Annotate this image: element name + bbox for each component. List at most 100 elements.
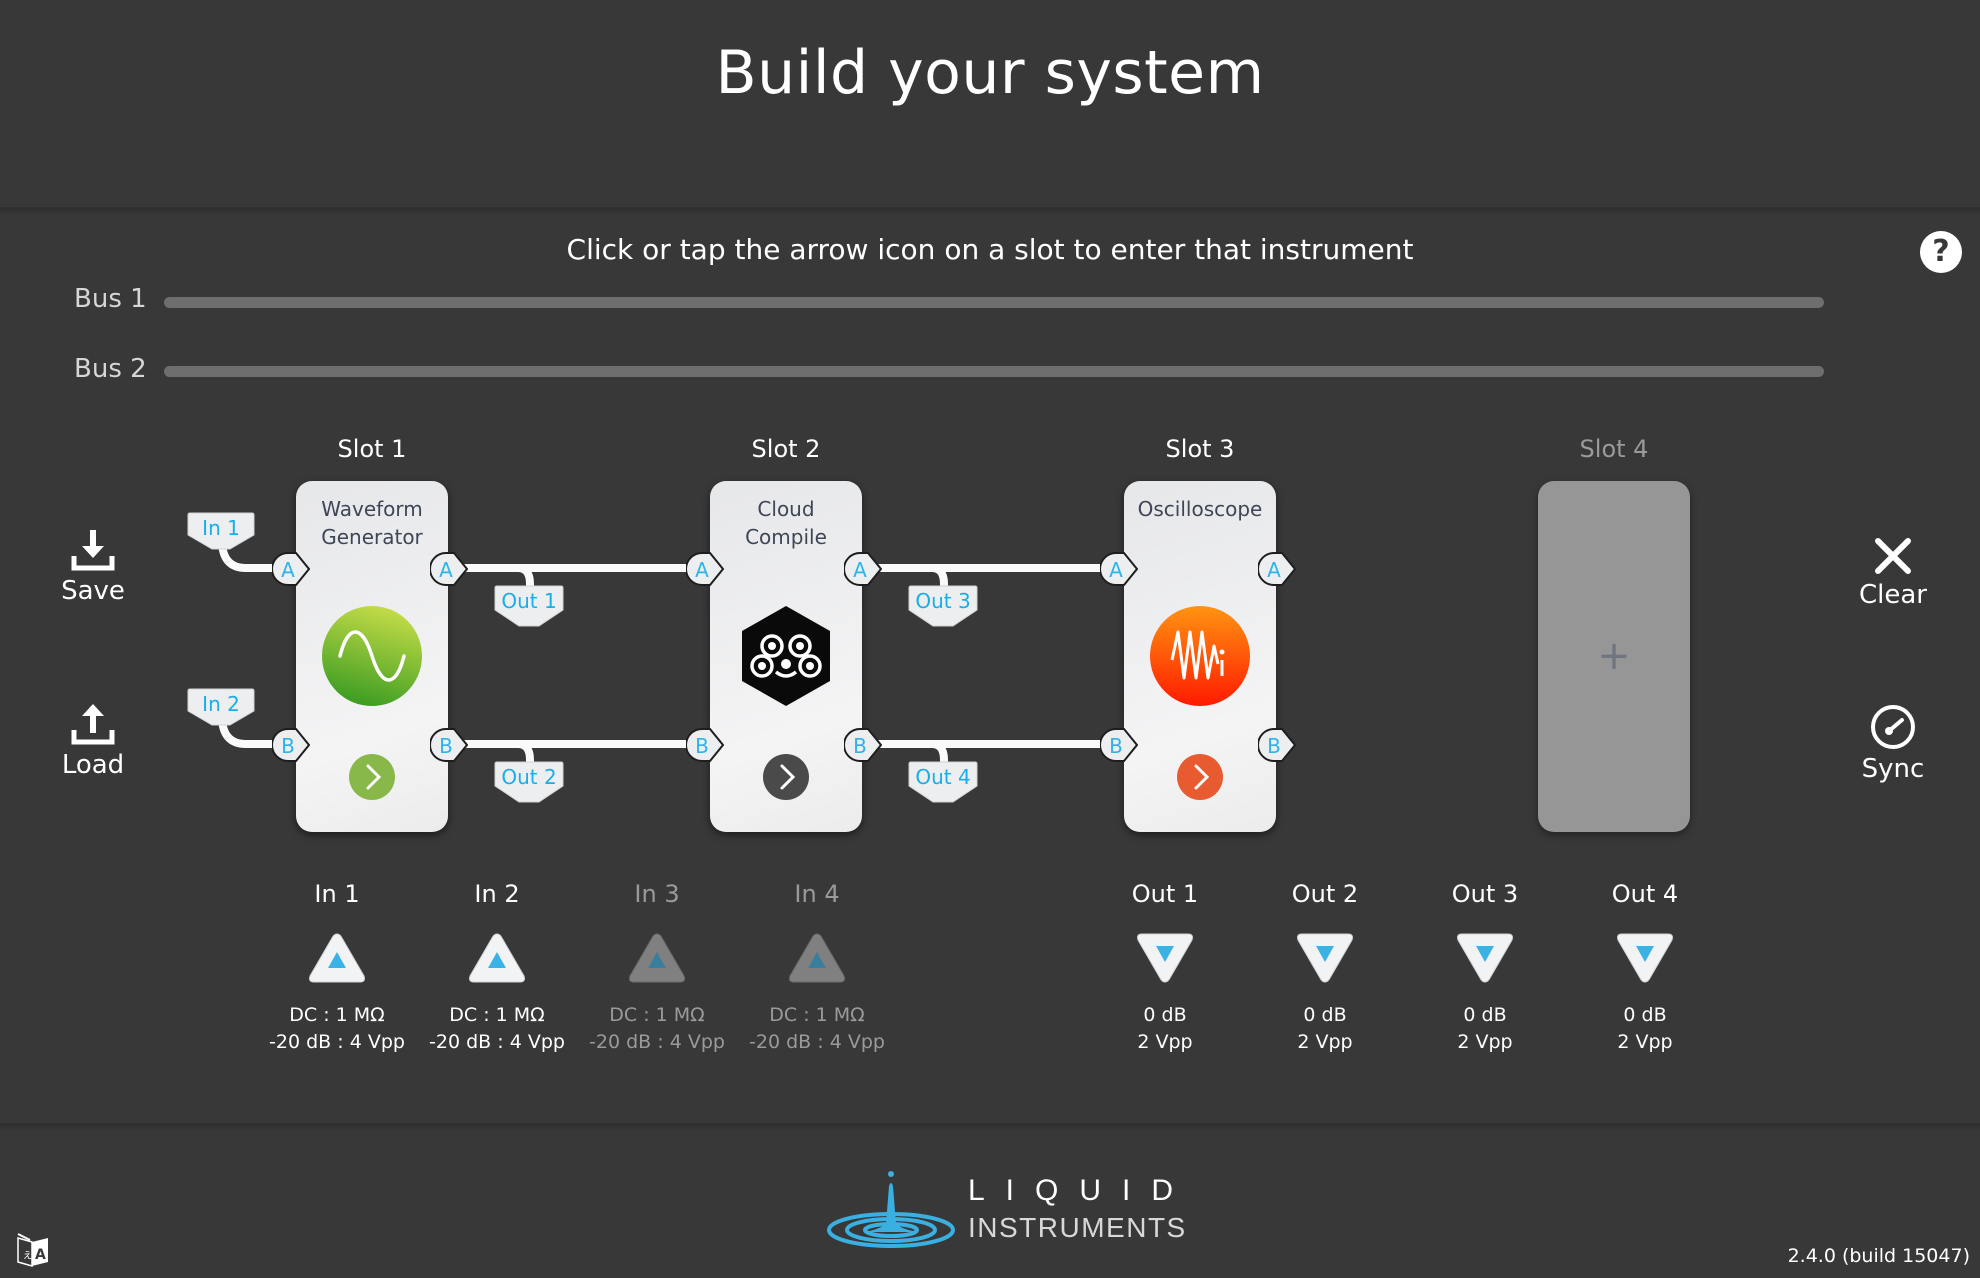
help-circle-icon: ? xyxy=(1932,234,1950,269)
version-label: 2.4.0 (build 15047) xyxy=(1787,1245,1970,1267)
clear-button[interactable]: Clear xyxy=(1838,536,1948,610)
slot-2-cloud-compile[interactable]: Cloud Compile xyxy=(710,481,862,832)
input-3-settings-button[interactable] xyxy=(626,930,688,986)
svg-text:B: B xyxy=(853,734,867,758)
svg-text:A: A xyxy=(853,558,867,582)
svg-text:Out 3: Out 3 xyxy=(915,589,970,613)
slot-2-enter-button[interactable] xyxy=(763,754,809,800)
slot-4-empty[interactable]: + xyxy=(1538,481,1690,832)
speedometer-icon xyxy=(1871,705,1915,749)
chevron-right-icon xyxy=(763,754,809,800)
svg-text:B: B xyxy=(1109,734,1123,758)
slot-2-output-b-port[interactable]: B xyxy=(844,728,882,762)
down-triangle-icon xyxy=(1476,946,1494,962)
slot-1-name: Waveform Generator xyxy=(321,497,423,549)
input-3-column: In 3 DC : 1 MΩ -20 dB : 4 Vpp xyxy=(582,880,732,1053)
bus-1-label: Bus 1 xyxy=(74,284,147,314)
out3-tag[interactable]: Out 3 xyxy=(907,584,979,632)
svg-text:A: A xyxy=(1267,558,1281,582)
output-1-settings-button[interactable] xyxy=(1134,930,1196,986)
up-triangle-icon xyxy=(648,952,666,968)
footer-divider xyxy=(0,1123,1980,1131)
save-button[interactable]: Save xyxy=(38,528,148,606)
brand-name: LIQUID xyxy=(968,1174,1195,1207)
language-button[interactable]: ぇ A xyxy=(12,1228,54,1270)
input-4-settings-button[interactable] xyxy=(786,930,848,986)
slot-2-input-a-port[interactable]: A xyxy=(686,552,724,586)
slot-2-input-b-port[interactable]: B xyxy=(686,728,724,762)
input-1-settings-button[interactable] xyxy=(306,930,368,986)
slot-3-output-a-port[interactable]: A xyxy=(1258,552,1296,586)
input-2-label: In 2 xyxy=(474,880,520,908)
bus-1-bar[interactable] xyxy=(164,297,1824,308)
slot-1-enter-button[interactable] xyxy=(349,754,395,800)
svg-text:ぇ: ぇ xyxy=(22,1248,33,1261)
output-4-settings-button[interactable] xyxy=(1614,930,1676,986)
slot-4-title: Slot 4 xyxy=(1579,435,1649,463)
input-2-settings-button[interactable] xyxy=(466,930,528,986)
svg-text:Out 1: Out 1 xyxy=(501,589,556,613)
input-1-column: In 1 DC : 1 MΩ -20 dB : 4 Vpp xyxy=(262,880,412,1053)
slot-1-output-b-port[interactable]: B xyxy=(430,728,468,762)
svg-text:B: B xyxy=(1267,734,1281,758)
load-button[interactable]: Load xyxy=(38,702,148,780)
bus-2-label: Bus 2 xyxy=(74,354,147,384)
slot-3-oscilloscope[interactable]: Oscilloscope xyxy=(1124,481,1276,832)
out4-tag[interactable]: Out 4 xyxy=(907,760,979,808)
sine-wave-icon xyxy=(322,606,422,706)
svg-text:Out 2: Out 2 xyxy=(501,765,556,789)
up-triangle-icon xyxy=(328,952,346,968)
output-3-column: Out 3 0 dB 2 Vpp xyxy=(1410,880,1560,1053)
page-title: Build your system xyxy=(715,38,1265,108)
output-2-settings-button[interactable] xyxy=(1294,930,1356,986)
wire-out2-stub xyxy=(500,740,534,772)
slot-3-output-b-port[interactable]: B xyxy=(1258,728,1296,762)
instructions-text: Click or tap the arrow icon on a slot to… xyxy=(566,233,1414,266)
slot-1-output-a-port[interactable]: A xyxy=(430,552,468,586)
load-label: Load xyxy=(61,750,125,780)
save-label: Save xyxy=(61,576,125,606)
slot-2-title: Slot 2 xyxy=(751,435,821,463)
svg-text:Out 4: Out 4 xyxy=(915,765,970,789)
in2-tag[interactable]: In 2 xyxy=(186,687,256,731)
cloud-compile-icon xyxy=(742,606,830,706)
oscilloscope-icon xyxy=(1150,606,1250,706)
input-4-label: In 4 xyxy=(794,880,840,908)
header: Build your system xyxy=(0,0,1980,208)
help-button[interactable]: ? xyxy=(1920,231,1962,273)
upload-icon xyxy=(71,704,115,745)
clear-label: Clear xyxy=(1859,580,1927,610)
down-triangle-icon xyxy=(1156,946,1174,962)
input-3-label: In 3 xyxy=(634,880,680,908)
liquid-instruments-logo-icon xyxy=(827,1171,955,1248)
slot-3-enter-button[interactable] xyxy=(1177,754,1223,800)
add-instrument-icon: + xyxy=(1597,633,1631,679)
slot-3-title: Slot 3 xyxy=(1165,435,1235,463)
in1-tag[interactable]: In 1 xyxy=(186,511,256,555)
output-3-settings-button[interactable] xyxy=(1454,930,1516,986)
out1-tag[interactable]: Out 1 xyxy=(493,584,565,632)
slot-1-input-b-port[interactable]: B xyxy=(272,728,310,762)
up-triangle-icon xyxy=(488,952,506,968)
slot-2-output-a-port[interactable]: A xyxy=(844,552,882,586)
svg-text:In 1: In 1 xyxy=(202,516,240,540)
wire-out1-stub xyxy=(500,564,534,596)
slot-3-input-b-port[interactable]: B xyxy=(1100,728,1138,762)
svg-text:In 2: In 2 xyxy=(202,692,240,716)
svg-text:B: B xyxy=(439,734,453,758)
wire-out4-stub xyxy=(914,740,948,772)
output-3-label: Out 3 xyxy=(1451,880,1519,908)
svg-text:A: A xyxy=(35,1247,46,1263)
output-4-label: Out 4 xyxy=(1611,880,1679,908)
brand-subtitle: INSTRUMENTS xyxy=(968,1212,1187,1243)
sync-button[interactable]: Sync xyxy=(1838,704,1948,784)
slot-3-input-a-port[interactable]: A xyxy=(1100,552,1138,586)
slot-1-input-a-port[interactable]: A xyxy=(272,552,310,586)
bus-2-bar[interactable] xyxy=(164,366,1824,377)
out2-tag[interactable]: Out 2 xyxy=(493,760,565,808)
close-icon xyxy=(1875,538,1911,574)
header-divider xyxy=(0,207,1980,215)
output-4-column: Out 4 0 dB 2 Vpp xyxy=(1570,880,1720,1053)
slot-1-waveform-generator[interactable]: Waveform Generator xyxy=(296,481,448,832)
output-1-label: Out 1 xyxy=(1131,880,1199,908)
